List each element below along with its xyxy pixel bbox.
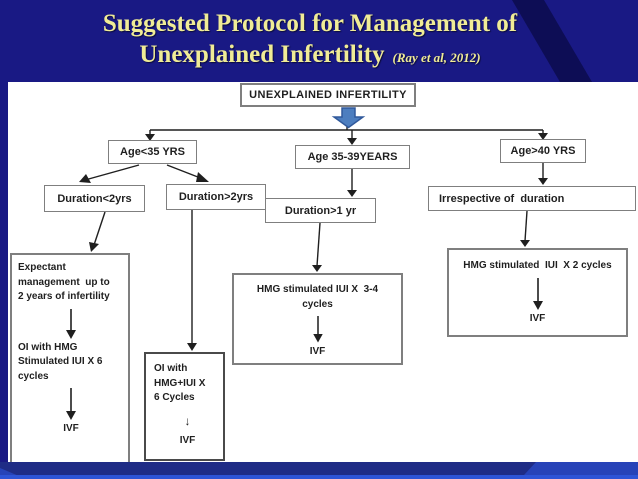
slide-title: Suggested Protocol for Management of Une…	[30, 8, 590, 73]
hmg2-ivf: IVF	[529, 312, 546, 324]
box-hmg-iui-2-cycles: HMG stimulated IUI X 2 cycles IVF	[447, 248, 628, 337]
node-duration-under-2yrs: Duration<2yrs	[44, 185, 145, 212]
down-arrow-icon	[66, 308, 76, 339]
oi-line-2: HMG+IUI X	[154, 377, 206, 389]
node-age-35-39: Age 35-39YEARS	[295, 145, 410, 169]
flowchart-panel: UNEXPLAINED INFERTILITY Age<35 YRS Age 3…	[8, 82, 638, 464]
down-arrow-icon	[532, 277, 543, 310]
oi-ivf: IVF	[179, 434, 196, 446]
node-unexplained-infertility: UNEXPLAINED INFERTILITY	[240, 83, 416, 107]
hmg34-line-1: HMG stimulated IUI X 3-4	[256, 284, 379, 295]
expectant-line-3: 2 years of infertility	[18, 291, 110, 302]
block-down-arrow-icon	[331, 107, 366, 129]
down-arrow-icon: ↓	[184, 413, 191, 428]
title-line-1: Suggested Protocol for Management of	[102, 10, 518, 37]
box-oi-hmg-iui: OI with HMG+IUI X 6 Cycles ↓ IVF	[144, 352, 225, 461]
node-duration-over-1yr: Duration>1 yr	[265, 198, 376, 223]
node-duration-over-2yrs: Duration>2yrs	[166, 184, 266, 210]
down-arrow-icon	[66, 388, 76, 420]
expectant-line-2: management up to	[18, 276, 110, 288]
expectant-line-4: OI with HMG	[18, 341, 78, 353]
title-line-2: Unexplained Infertility (Ray et al, 2012)	[30, 39, 590, 73]
hmg34-line-2: cycles	[302, 298, 333, 310]
node-age-under-35: Age<35 YRS	[108, 140, 197, 164]
expectant-ivf: IVF	[63, 423, 79, 434]
hmg34-ivf: IVF	[309, 345, 326, 357]
oi-line-1: OI with	[154, 363, 188, 374]
title-citation: (Ray et al, 2012)	[392, 50, 481, 65]
expectant-line-1: Expectant	[18, 262, 66, 273]
node-irrespective-of-duration: Irrespective of duration	[428, 186, 636, 211]
box-expectant-management: Expectant management up to 2 years of in…	[10, 253, 130, 464]
expectant-line-5: Stimulated IUI X 6	[18, 356, 103, 367]
box-hmg-iui-3-4-cycles: HMG stimulated IUI X 3-4 cycles IVF	[232, 273, 403, 365]
oi-line-3: 6 Cycles	[154, 392, 195, 403]
down-arrow-icon	[312, 316, 323, 343]
node-age-over-40: Age>40 YRS	[500, 139, 586, 163]
hmg2-line-1: HMG stimulated IUI X 2 cycles	[463, 260, 612, 271]
footer-bar	[0, 462, 638, 479]
title-line-2-text: Unexplained Infertility	[139, 41, 385, 68]
expectant-line-6: cycles	[18, 370, 49, 382]
